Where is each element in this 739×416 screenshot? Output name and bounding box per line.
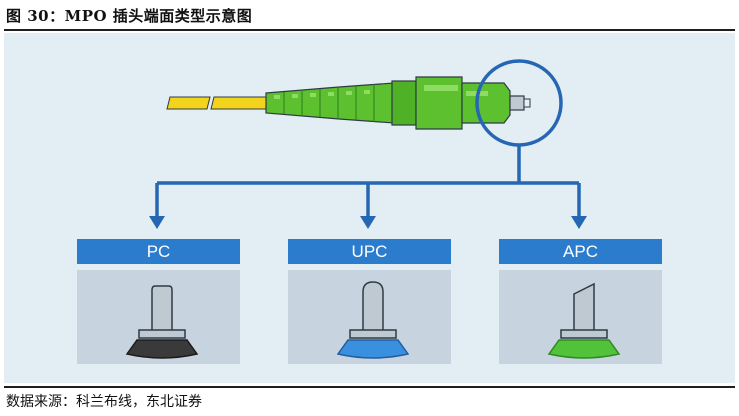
- ferrule-tip: [509, 95, 531, 111]
- upc-ferrule-icon: [336, 281, 410, 359]
- type-card-pc: [77, 270, 240, 364]
- type-card-apc: [499, 270, 662, 364]
- connector-illustration: [149, 59, 587, 229]
- type-label-pc: PC: [77, 239, 240, 264]
- apc-ferrule-icon: [547, 282, 621, 359]
- type-label-upc: UPC: [288, 239, 451, 264]
- pc-ferrule-icon: [125, 285, 199, 359]
- arrow-heads: [149, 216, 587, 229]
- fiber-cable: [166, 96, 267, 110]
- title-rule: [4, 29, 735, 31]
- figure-source: 数据来源：科兰布线，东北证券: [6, 394, 202, 410]
- figure-title: 图 30：MPO 插头端面类型示意图: [6, 7, 253, 25]
- connector-housing: [391, 76, 511, 130]
- diagram-panel: PC UPC APC: [4, 33, 735, 383]
- type-label-apc: APC: [499, 239, 662, 264]
- connector-boot: [265, 82, 395, 124]
- branch-arrows: [155, 145, 581, 218]
- type-card-upc: [288, 270, 451, 364]
- source-rule: [4, 386, 735, 388]
